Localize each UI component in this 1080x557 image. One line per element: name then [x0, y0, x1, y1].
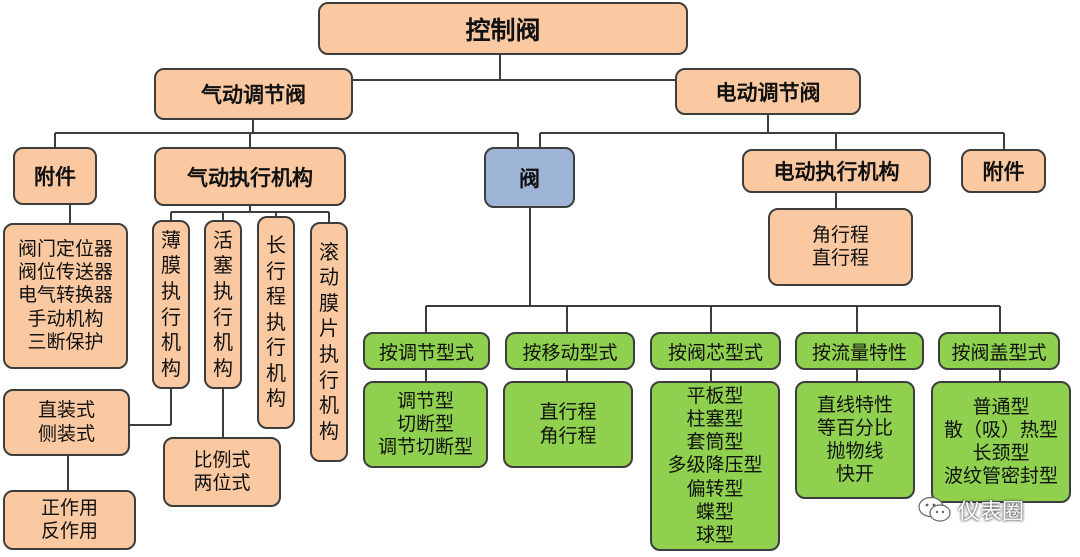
regulation-type-list: 调节型 切断型 调节切断型: [363, 381, 488, 468]
electric-actuator-list: 角行程 直行程: [768, 208, 913, 286]
bonnet-type-list: 普通型 散（吸）热型 长颈型 波纹管密封型: [931, 381, 1071, 503]
pneumatic-actuator-node: 气动执行机构: [154, 147, 346, 206]
valve-node: 阀: [484, 147, 575, 208]
actuator-type-piston: 活 塞 执 行 机 构: [204, 220, 242, 389]
category-bonnet-type: 按阀盖型式: [938, 332, 1060, 370]
flow-characteristic-list: 直线特性 等百分比 抛物线 快开: [795, 381, 915, 499]
category-movement-type: 按移动型式: [505, 332, 635, 370]
pneumatic-valve-node: 气动调节阀: [154, 68, 353, 120]
movement-type-list: 直行程 角行程: [503, 381, 633, 468]
category-plug-type: 按阀芯型式: [650, 332, 781, 370]
wechat-icon: [918, 496, 951, 522]
plug-type-list: 平板型 柱塞型 套筒型 多级降压型 偏转型 蝶型 球型: [650, 381, 780, 551]
watermark: 仪表圈: [918, 493, 1058, 527]
actuator-type-long-stroke: 长 行 程 执 行 机 构: [257, 216, 295, 429]
actuator-type-diaphragm: 薄 膜 执 行 机 构: [152, 220, 190, 389]
piston-modes: 比例式 两位式: [163, 437, 281, 507]
electric-actuator-node: 电动执行机构: [742, 149, 931, 193]
electric-valve-node: 电动调节阀: [675, 68, 861, 115]
pneumatic-accessory-node: 附件: [13, 147, 97, 205]
category-regulation-type: 按调节型式: [363, 332, 490, 370]
category-flow-characteristic: 按流量特性: [795, 332, 924, 370]
mounting-types: 直装式 侧装式: [3, 389, 130, 456]
pneumatic-accessory-list: 阀门定位器 阀位传送器 电气转换器 手动机构 三断保护: [3, 223, 128, 369]
root-node: 控制阀: [318, 2, 688, 55]
electric-accessory-node: 附件: [961, 149, 1046, 193]
watermark-text: 仪表圈: [958, 500, 1025, 525]
action-types: 正作用 反作用: [3, 490, 136, 550]
actuator-type-rolling-diaphragm: 滚 动 膜 片 执 行 机 构: [310, 222, 348, 462]
